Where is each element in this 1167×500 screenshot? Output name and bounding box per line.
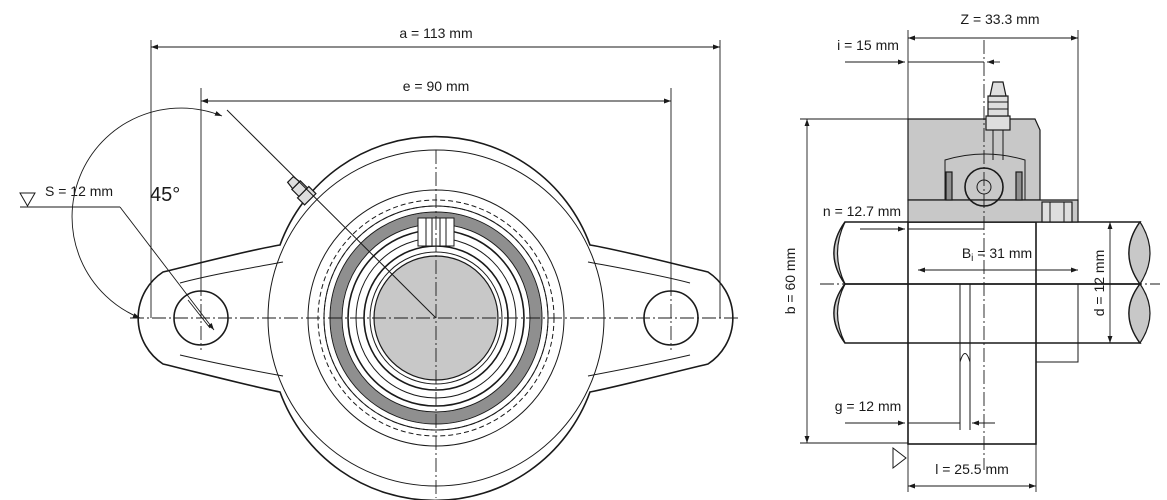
- label-bi-sub: i: [971, 253, 973, 264]
- flange-edge-left-bottom: [179, 354, 284, 377]
- angle-45-line: [226, 109, 437, 319]
- bearing-cutaway: [944, 153, 1026, 201]
- label-e: e = 90 mm: [403, 78, 470, 94]
- label-z: Z = 33.3 mm: [961, 11, 1040, 27]
- set-screw-side: [1041, 201, 1073, 223]
- label-bi-rest: = 31 mm: [973, 245, 1032, 261]
- label-bi-b: B: [962, 245, 971, 261]
- label-i: i = 15 mm: [837, 37, 899, 53]
- side-view: [800, 30, 1160, 492]
- shaft-end-right-top: [1128, 220, 1151, 286]
- flange-edge-right-bottom: [587, 354, 691, 377]
- grease-nipple-tip: [989, 81, 1007, 97]
- label-g: g = 12 mm: [835, 398, 902, 414]
- bolt-slot-curve: [959, 353, 971, 363]
- seal-left: [945, 171, 953, 201]
- flange-edge-left-top: [179, 261, 284, 284]
- shaft-end-right-bottom: [1128, 282, 1151, 345]
- label-s: S = 12 mm: [45, 183, 113, 199]
- grease-nipple-base: [985, 115, 1011, 131]
- grease-nipple-front: [286, 175, 317, 206]
- label-b: b = 60 mm: [782, 248, 798, 315]
- seal-right: [1015, 171, 1023, 201]
- datum-symbol: [892, 446, 907, 470]
- flange-edge-right-top: [587, 261, 691, 284]
- label-bi: Bi = 31 mm: [962, 245, 1032, 264]
- dim-s-leader: [119, 206, 215, 331]
- label-d: d = 12 mm: [1091, 250, 1107, 317]
- housing-top: [907, 118, 1041, 201]
- label-a: a = 113 mm: [399, 25, 472, 41]
- label-angle: 45°: [150, 184, 180, 206]
- front-view: [19, 40, 740, 500]
- grease-nipple-hex: [987, 95, 1009, 117]
- surface-symbol: [19, 192, 36, 208]
- shaft-end-left-top: [833, 221, 846, 285]
- flange-outline: [137, 135, 734, 500]
- dim-angle-arc: [71, 107, 223, 319]
- inner-ring-extension: [1035, 283, 1079, 363]
- shaft-end-left-bottom: [833, 283, 846, 344]
- label-n: n = 12.7 mm: [823, 203, 901, 219]
- label-l: l = 25.5 mm: [935, 461, 1009, 477]
- dim-s-tick: [187, 299, 211, 329]
